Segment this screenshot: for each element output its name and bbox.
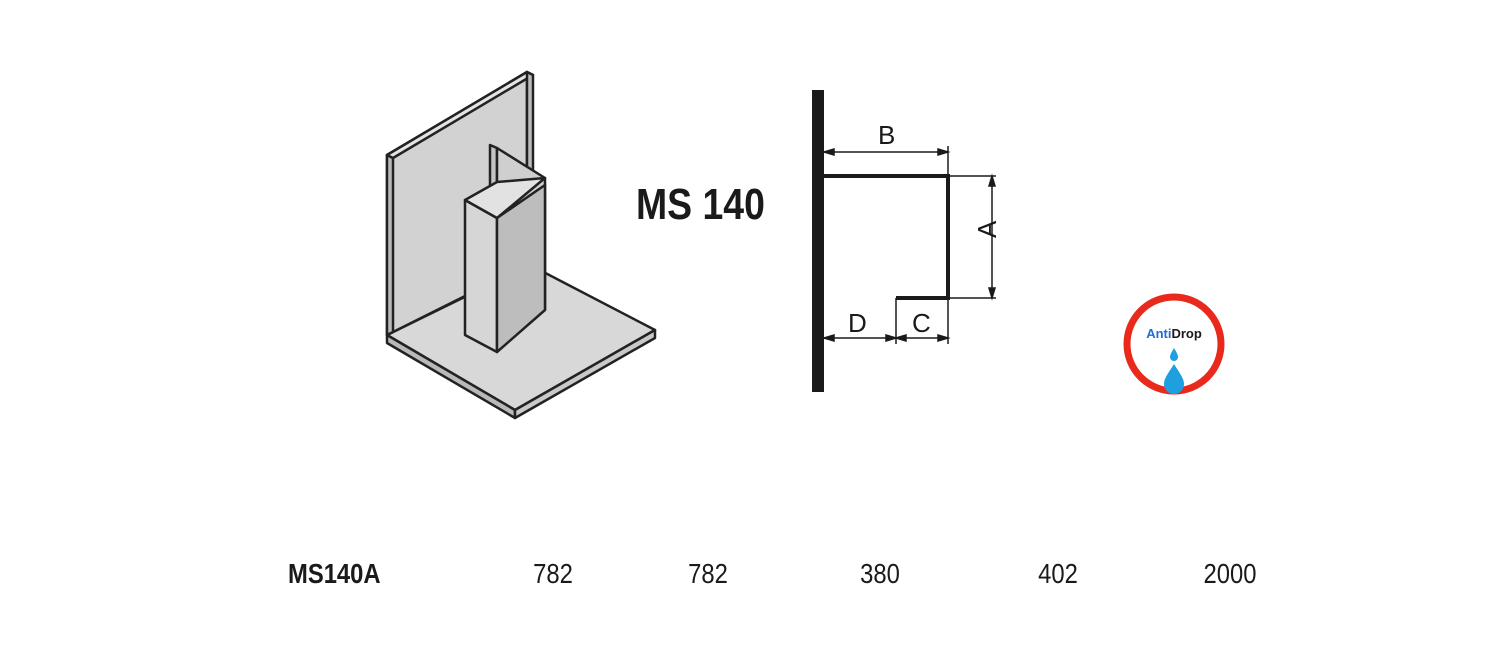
dim-label-a: A	[972, 220, 1002, 238]
mounting-wall	[812, 90, 824, 392]
table-row: MS140A 782 782 380 402 2000	[0, 558, 1500, 598]
dim-label-b: B	[878, 120, 895, 150]
isometric-bracket-illustration	[385, 70, 657, 420]
svg-text:AntiDrop: AntiDrop	[1146, 326, 1202, 341]
profile-dimension-drawing: B A D C	[812, 90, 1002, 392]
row-value-5: 2000	[1203, 558, 1257, 589]
profile-outline	[824, 174, 950, 300]
dim-label-c: C	[912, 308, 931, 338]
row-value-2: 782	[688, 558, 728, 589]
water-drop-icon	[1164, 348, 1184, 394]
row-value-4: 402	[1038, 558, 1078, 589]
antidrop-badge: AntiDrop	[1123, 293, 1225, 395]
badge-text-anti: Anti	[1146, 326, 1171, 341]
model-title: MS 140	[636, 180, 765, 229]
row-value-3: 380	[860, 558, 900, 589]
row-value-1: 782	[533, 558, 573, 589]
row-code: MS140A	[288, 558, 381, 589]
dim-label-d: D	[848, 308, 867, 338]
badge-text-drop: Drop	[1171, 326, 1201, 341]
